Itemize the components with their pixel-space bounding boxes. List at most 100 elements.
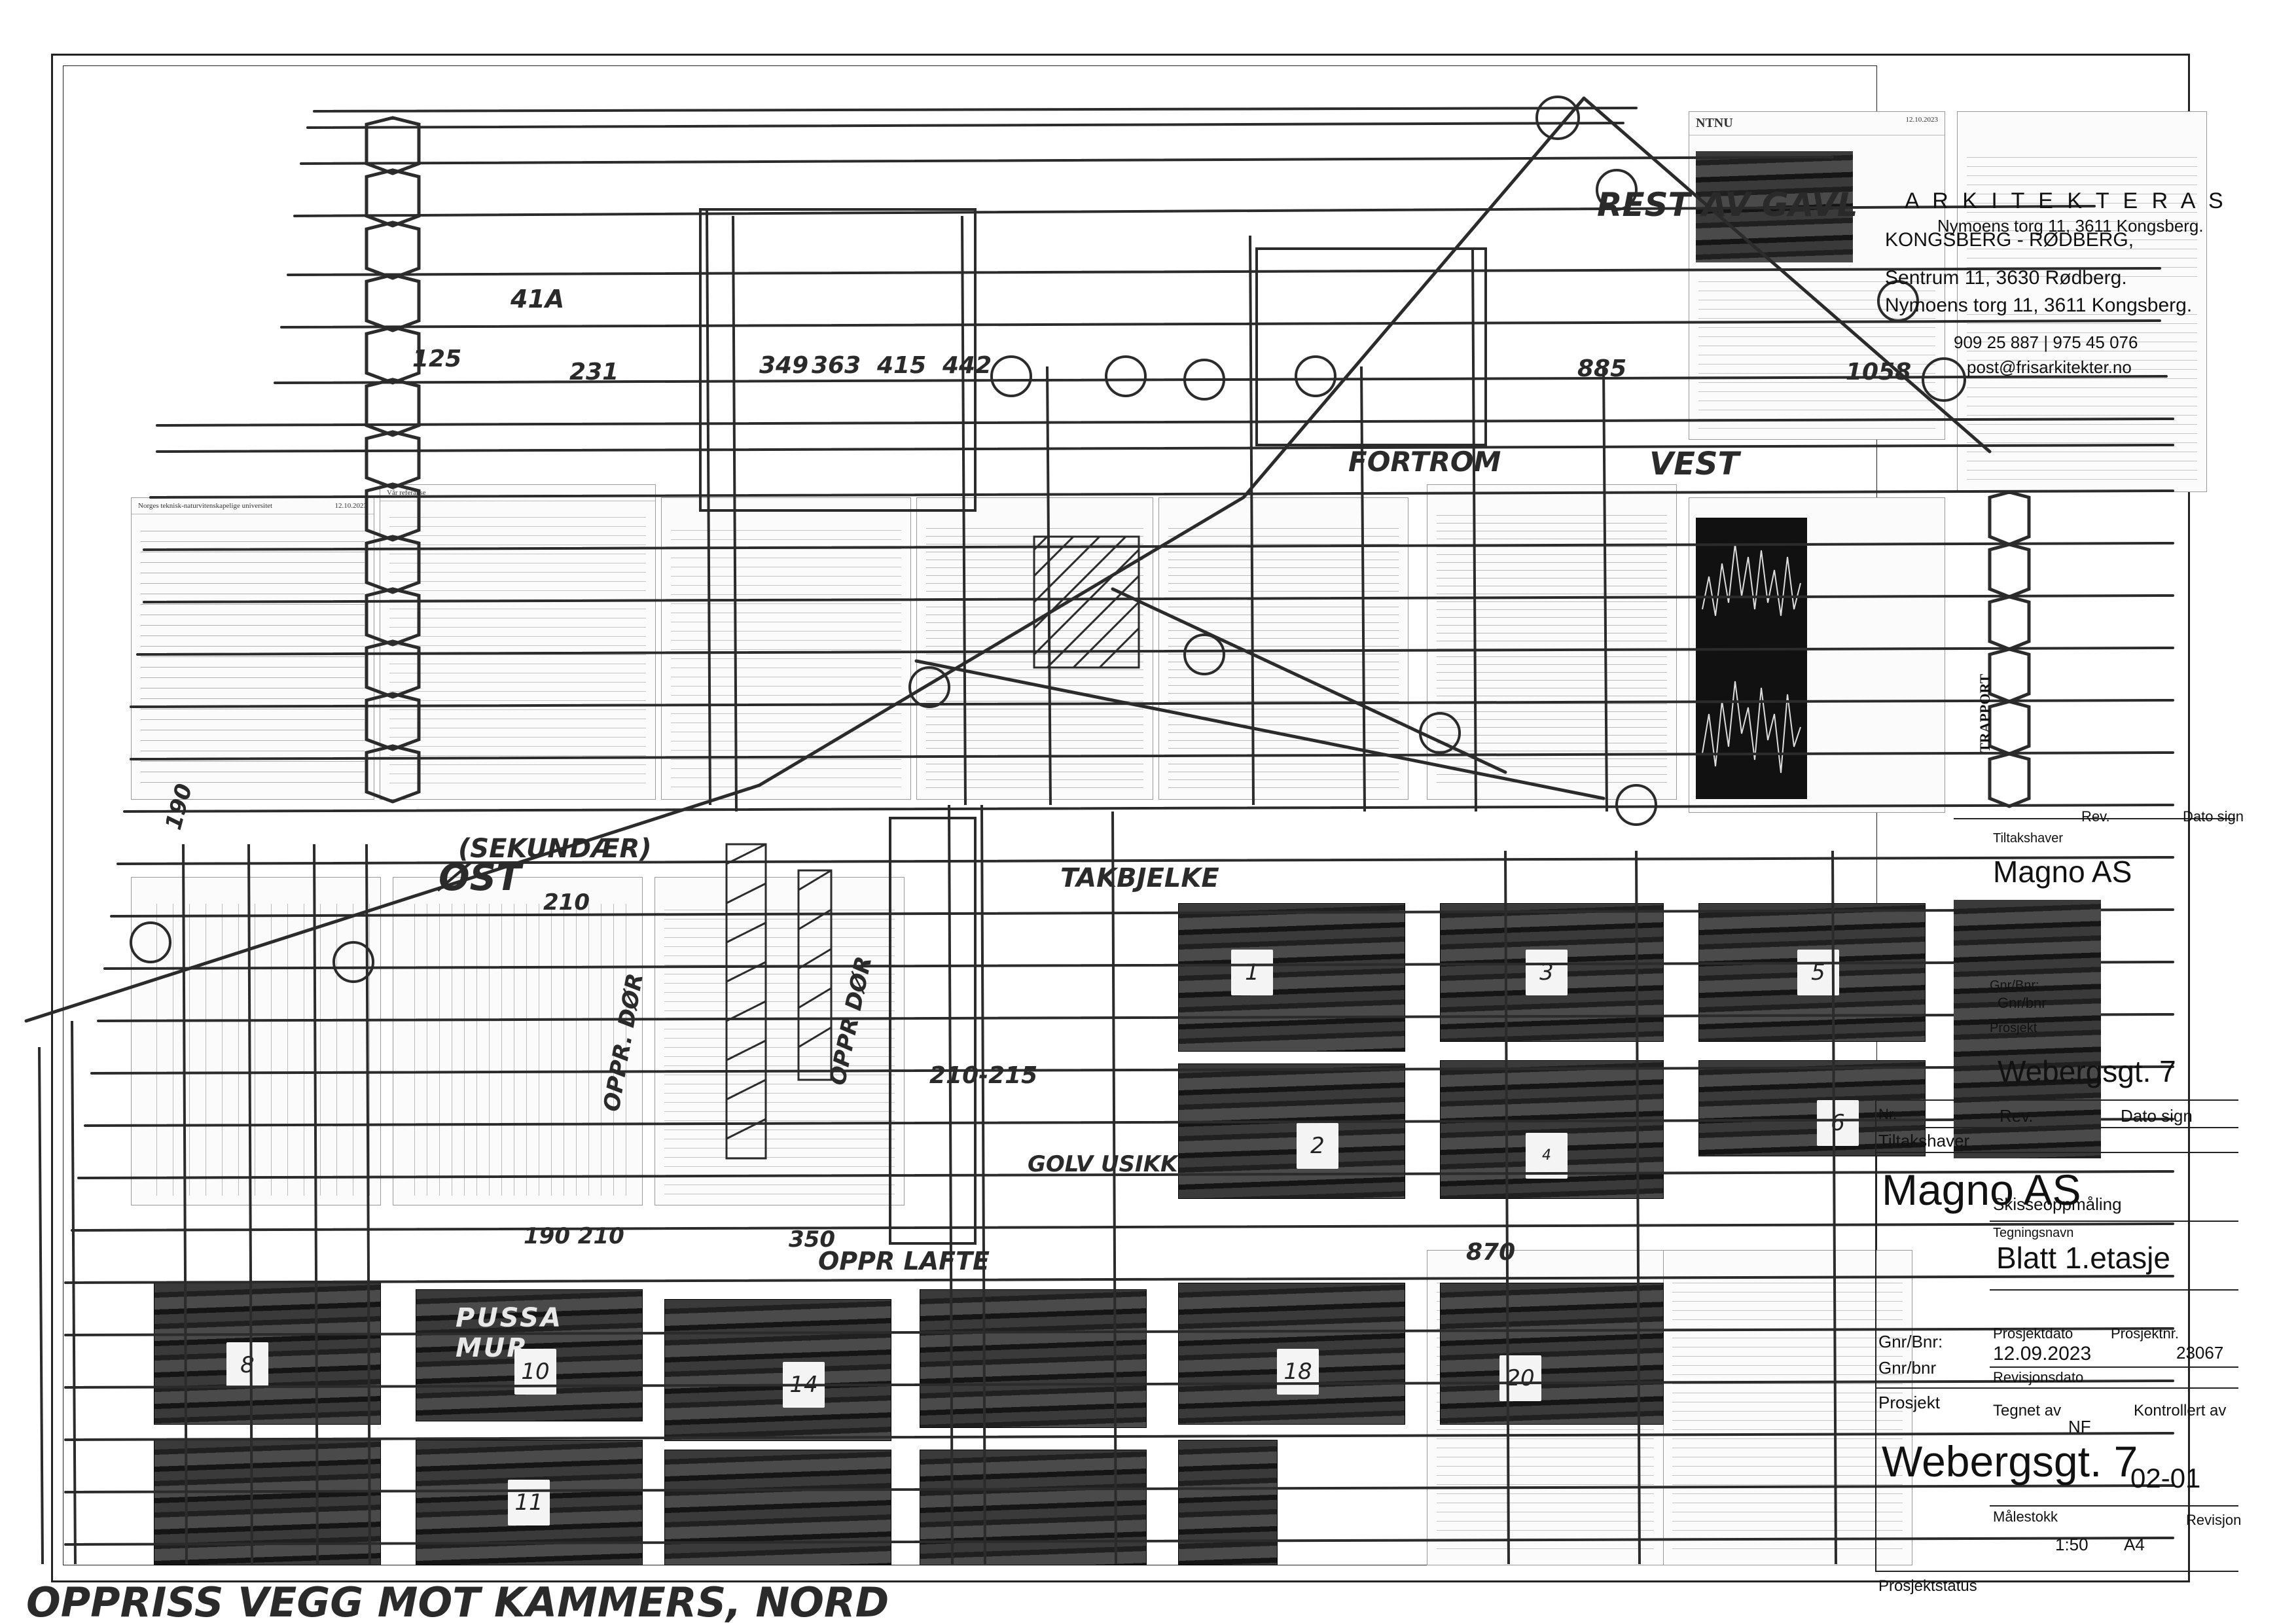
tb-lower-dato-sign: Dato sign — [2121, 1106, 2193, 1126]
log-line-7 — [274, 375, 2168, 384]
tb-lower-nr: Nr. — [1878, 1106, 1897, 1122]
firm-name: A R K I T E K T E R A S — [1905, 188, 2227, 213]
tb-lower-tiltakshaver-label: Tiltakshaver — [1878, 1131, 1970, 1150]
dim-442: 442 — [942, 352, 992, 379]
post-8 — [1602, 366, 1608, 812]
dim-231: 231 — [569, 359, 619, 385]
fortrom-label: FORTROM — [1348, 446, 1501, 478]
log-line-24 — [71, 1222, 2174, 1232]
tb-lower-prosjektnr: 23067 — [2176, 1343, 2224, 1363]
dim-363: 363 — [812, 352, 861, 379]
report-page-data-2 — [1158, 497, 1408, 800]
post-11 — [1111, 811, 1117, 1565]
log-line-25 — [64, 1275, 2174, 1284]
log-line-14 — [130, 699, 2174, 708]
log-line-13 — [136, 647, 2174, 656]
tb-lower-rule-9 — [1875, 1571, 2238, 1572]
sample-photo-2: 2 — [1178, 1063, 1405, 1199]
roof-lines — [24, 96, 1992, 1023]
hex-chain-right — [1988, 490, 2031, 808]
report-page-table-3 — [393, 877, 643, 1205]
log-line-10 — [149, 490, 2174, 499]
post-19 — [38, 1046, 44, 1565]
tb-upper-prosjekt: Webergsgt. 7 — [1998, 1054, 2176, 1088]
tb-upper-gnr-label: Gnr/Bnr: — [1990, 978, 2039, 993]
sample-photo-10: PUSSA MUR 10 — [416, 1289, 643, 1421]
log-line-28 — [64, 1432, 2174, 1441]
post-18 — [365, 844, 371, 1565]
ost-label: ØST — [437, 857, 524, 899]
window-frame — [699, 208, 1487, 1245]
report-page-text-1: Vår referanse — [380, 484, 656, 800]
report-page-chart — [1957, 111, 2207, 492]
dim-190-210: 190 210 — [524, 1223, 624, 1249]
tb-lower-top-rule — [1875, 1099, 2238, 1101]
firm-address-1: Nymoens torg 11, 3611 Kongsberg. — [1937, 216, 2204, 236]
rafter-diagonal — [914, 659, 1605, 800]
log-line-26 — [64, 1327, 2174, 1336]
log-line-3 — [300, 156, 1834, 165]
golv-usikk-label: GOLV USIKK — [1028, 1151, 1179, 1177]
post-4 — [1046, 366, 1052, 806]
post-14 — [1831, 850, 1837, 1565]
dendro-graph-svg — [1702, 543, 1801, 774]
circle-9 — [130, 921, 171, 963]
dim-41a: 41A — [510, 285, 564, 313]
report-page-table-2 — [131, 877, 381, 1205]
dendro-graph — [1696, 518, 1807, 799]
dim-349: 349 — [759, 352, 808, 379]
report-page-text-3 — [1662, 1250, 1912, 1565]
log-line-21 — [90, 1065, 2174, 1075]
report-page-table-4 — [655, 877, 905, 1205]
post-5 — [1249, 235, 1255, 806]
log-line-9 — [156, 444, 2174, 453]
sample-tag-11: 11 — [508, 1480, 550, 1525]
tb-lower-prosjektstatus-label: Prosjektstatus — [1878, 1577, 1977, 1595]
firm-phones: 909 25 887 | 975 45 076 — [1954, 332, 2138, 352]
log-line-5 — [287, 267, 2161, 276]
tb-lower-rule-4 — [1990, 1221, 2238, 1222]
report-header-date: 12.10.2023 — [334, 502, 368, 510]
dim-415: 415 — [876, 352, 926, 379]
log-line-19 — [103, 961, 2174, 970]
tb-lower-tegnet-av-label: Tegnet av — [1993, 1402, 2062, 1419]
sample-tag-2: 2 — [1297, 1123, 1338, 1169]
hatched-sections — [725, 535, 1140, 1160]
firm-email: post@frisarkitekter.no — [1967, 357, 2132, 377]
rest-av-gavl: REST AV GAVL — [1597, 186, 1858, 224]
circle-1 — [990, 355, 1032, 397]
post-13 — [1635, 850, 1641, 1565]
log-line-4 — [293, 205, 2096, 217]
sketch-title: OPPRISS VEGG MOT KAMMERS, NORD — [26, 1578, 889, 1623]
roof-left — [24, 96, 1586, 1023]
tb-lower-arbeidstype: Skisseoppmåling — [1993, 1194, 2122, 1214]
section-circles — [130, 96, 1966, 983]
tb-lower-rule-3 — [1875, 1152, 2238, 1153]
report-header-title: Norges teknisk-naturvitenskapelige unive… — [138, 502, 273, 510]
firm-office-1: KONGSBERG - RØDBERG, — [1885, 229, 2134, 251]
tb-lower-rule-6 — [1990, 1366, 2238, 1368]
window-upper — [699, 208, 977, 512]
sample-photo-20: 20 — [1440, 1283, 1664, 1425]
tb-upper-rule-1 — [1954, 818, 2235, 819]
post-10 — [980, 804, 986, 1565]
sample-tag-3: 3 — [1526, 950, 1568, 995]
tb-lower-format: A4 — [2124, 1535, 2145, 1554]
post-12 — [1504, 850, 1510, 1565]
tb-lower-kontrollert-label: Kontrollert av — [2134, 1402, 2227, 1419]
tb-lower-rule-8 — [1990, 1505, 2238, 1507]
log-line-2 — [306, 122, 1624, 129]
tb-lower-tegningsnr: 02-01 — [2130, 1463, 2201, 1493]
post-6 — [1360, 366, 1366, 812]
tb-lower-rule-5 — [1990, 1289, 2238, 1291]
sample-tag-1: 1 — [1231, 950, 1273, 995]
dim-210: 210 — [543, 889, 590, 916]
sample-photo-1: 1 — [1178, 903, 1405, 1052]
log-line-8 — [156, 418, 2174, 427]
sample-photo-19 — [1178, 1440, 1278, 1565]
log-line-29 — [64, 1484, 2174, 1493]
sample-photo-6: 6 — [1698, 1060, 1926, 1156]
circle-5 — [1535, 96, 1580, 140]
